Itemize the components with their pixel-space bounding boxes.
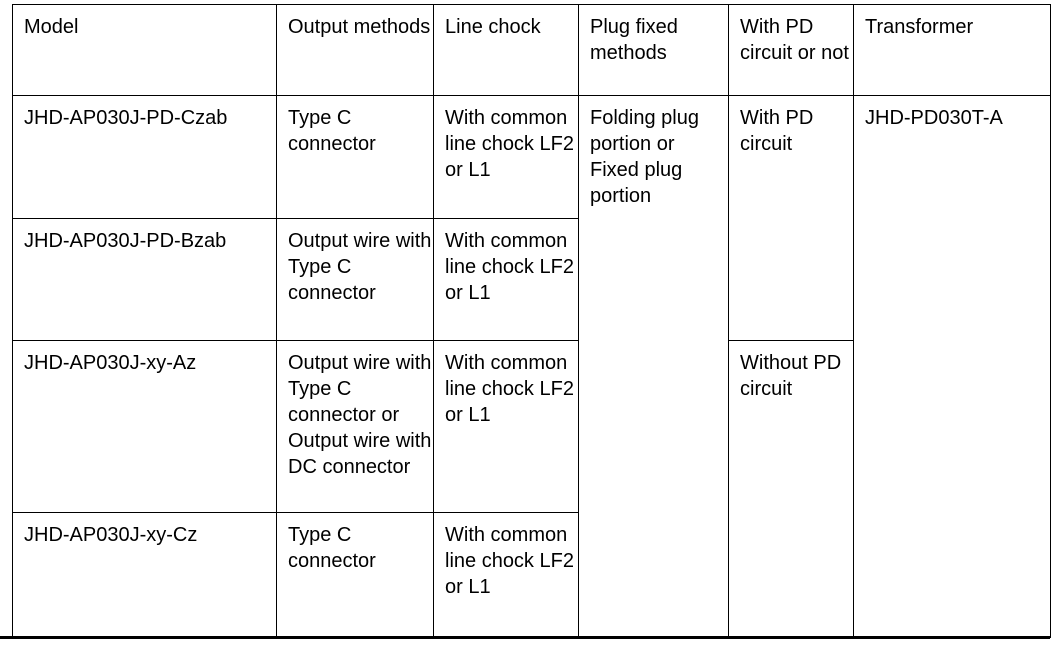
cell-model: JHD-AP030J-xy-Az bbox=[12, 340, 277, 513]
cell-output-methods: Output wire with Type C connector bbox=[276, 218, 434, 341]
model-specification-table: Model Output methods Line chock Plug fix… bbox=[12, 4, 1051, 638]
column-header-with-pd-circuit-or-not: With PD circuit or not bbox=[728, 4, 854, 96]
column-header-model: Model bbox=[12, 4, 277, 96]
table-row: JHD-AP030J-PD-Bzab Output wire with Type… bbox=[12, 218, 1051, 341]
page-bottom-rule bbox=[0, 636, 1050, 639]
table-row: JHD-AP030J-PD-Czab Type C connector With… bbox=[12, 95, 1051, 638]
cell-model: JHD-AP030J-PD-Czab bbox=[12, 95, 277, 219]
cell-output-methods: Type C connector bbox=[276, 95, 434, 219]
spec-table-container: Model Output methods Line chock Plug fix… bbox=[12, 4, 1051, 638]
cell-line-chock: With common line chock LF2 or L1 bbox=[433, 95, 579, 219]
column-header-transformer: Transformer bbox=[853, 4, 1051, 96]
cell-line-chock: With common line chock LF2 or L1 bbox=[433, 340, 579, 513]
table-row: JHD-AP030J-xy-Cz Type C connector With c… bbox=[12, 512, 1051, 638]
column-header-line-chock: Line chock bbox=[433, 4, 579, 96]
cell-output-methods: Output wire with Type C connector or Out… bbox=[276, 340, 434, 513]
column-header-output-methods: Output methods bbox=[276, 4, 434, 96]
table-header-row: Model Output methods Line chock Plug fix… bbox=[12, 4, 1051, 96]
cell-line-chock: With common line chock LF2 or L1 bbox=[433, 512, 579, 638]
cell-model: JHD-AP030J-PD-Bzab bbox=[12, 218, 277, 341]
cell-model: JHD-AP030J-xy-Cz bbox=[12, 512, 277, 638]
cell-with-pd-circuit: With PD circuit bbox=[728, 95, 854, 341]
cell-line-chock: With common line chock LF2 or L1 bbox=[433, 218, 579, 341]
cell-output-methods: Type C connector bbox=[276, 512, 434, 638]
cell-plug-fixed-methods: Folding plug portion or Fixed plug porti… bbox=[578, 95, 729, 638]
table-row: JHD-AP030J-xy-Az Output wire with Type C… bbox=[12, 340, 1051, 638]
column-header-plug-fixed-methods: Plug fixed methods bbox=[578, 4, 729, 96]
cell-without-pd-circuit: Without PD circuit bbox=[728, 340, 854, 638]
cell-transformer: JHD-PD030T-A bbox=[853, 95, 1051, 638]
